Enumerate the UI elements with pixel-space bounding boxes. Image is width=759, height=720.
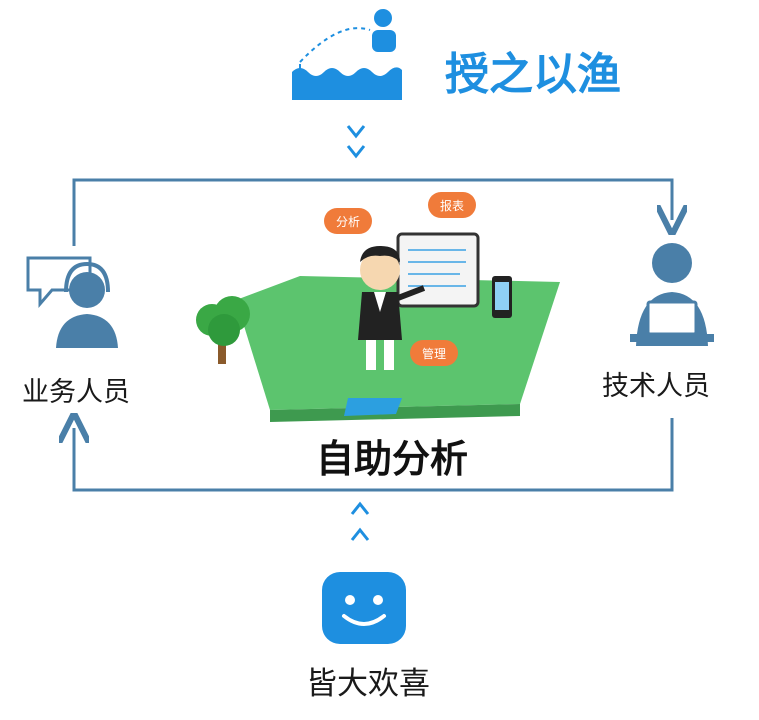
business-staff-label: 业务人员 bbox=[22, 377, 130, 408]
self-service-label: 自助分析 bbox=[316, 437, 469, 481]
everyone-happy-label: 皆大欢喜 bbox=[306, 666, 430, 702]
phone-icon bbox=[492, 276, 512, 318]
bubble-report: 报表 bbox=[428, 192, 476, 218]
self-service-analysis-illustration: 分析 报表 管理 bbox=[196, 192, 560, 422]
smiley-icon bbox=[322, 572, 406, 644]
svg-text:报表: 报表 bbox=[440, 198, 464, 213]
page-title: 授之以渔 bbox=[445, 49, 621, 100]
platform bbox=[236, 276, 560, 410]
customer-service-icon bbox=[26, 256, 118, 348]
chevron-up-icon bbox=[350, 501, 370, 541]
flow-loop bbox=[74, 178, 672, 492]
developer-icon bbox=[630, 243, 714, 346]
bubble-management: 管理 bbox=[410, 340, 458, 366]
svg-text:分析: 分析 bbox=[336, 215, 360, 229]
svg-text:管理: 管理 bbox=[422, 346, 446, 361]
bubble-analysis: 分析 bbox=[324, 208, 372, 234]
tech-staff-label: 技术人员 bbox=[602, 371, 710, 402]
fishing-icon bbox=[292, 9, 402, 100]
tree-icon bbox=[196, 296, 250, 364]
presenter-figure bbox=[358, 246, 426, 370]
chevron-down-icon bbox=[346, 125, 366, 159]
